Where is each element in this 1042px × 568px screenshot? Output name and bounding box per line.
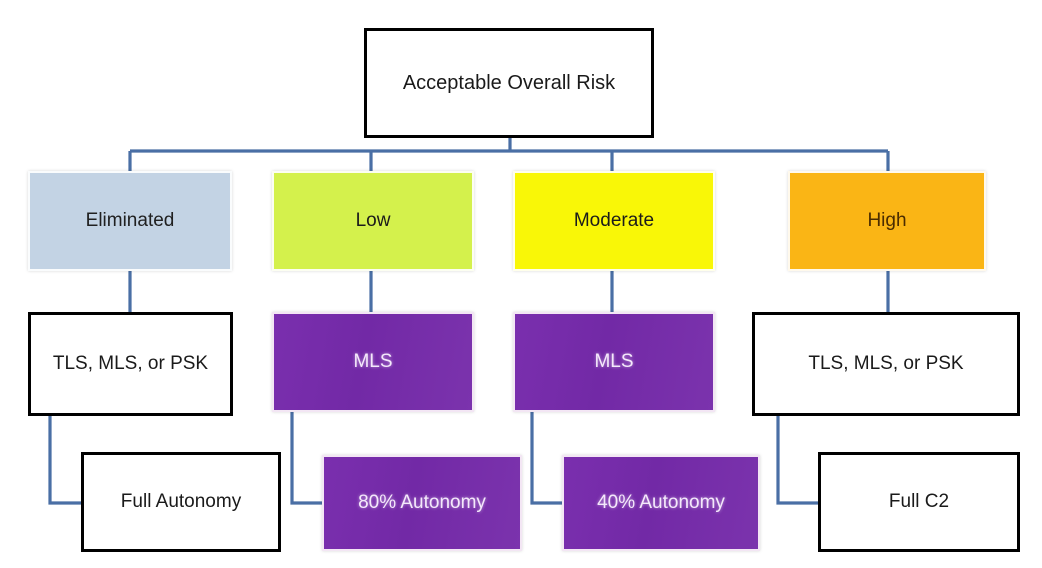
node-label: 40% Autonomy <box>597 491 725 513</box>
node-label: High <box>867 209 907 231</box>
node-label: 80% Autonomy <box>358 491 486 513</box>
node-mechanism-high[interactable]: TLS, MLS, or PSK <box>752 312 1020 416</box>
node-acceptable-overall-risk[interactable]: Acceptable Overall Risk <box>364 28 654 138</box>
node-label: Moderate <box>573 209 655 231</box>
node-label: Low <box>355 209 391 231</box>
node-level-eliminated[interactable]: Eliminated <box>28 171 232 271</box>
node-label: TLS, MLS, or PSK <box>52 352 209 374</box>
node-outcome-eliminated[interactable]: Full Autonomy <box>81 452 281 552</box>
connector-mech-to-outcome-eliminated <box>48 415 84 505</box>
connector-mech-to-outcome-moderate <box>530 412 565 505</box>
node-label: Full C2 <box>888 490 950 512</box>
node-mechanism-low[interactable]: MLS <box>272 312 474 412</box>
node-level-moderate[interactable]: Moderate <box>513 171 715 271</box>
node-label: TLS, MLS, or PSK <box>808 352 964 374</box>
node-level-high[interactable]: High <box>788 171 986 271</box>
connector-mech-to-outcome-high <box>776 415 821 505</box>
node-label: Eliminated <box>85 209 175 231</box>
node-mechanism-eliminated[interactable]: TLS, MLS, or PSK <box>28 312 233 416</box>
node-outcome-low[interactable]: 80% Autonomy <box>322 455 522 551</box>
node-mechanism-moderate[interactable]: MLS <box>513 312 715 412</box>
node-label: MLS <box>353 350 393 372</box>
node-label: Acceptable Overall Risk <box>402 72 616 94</box>
connector-mech-to-outcome-low <box>290 412 325 505</box>
node-outcome-high[interactable]: Full C2 <box>818 452 1020 552</box>
node-outcome-moderate[interactable]: 40% Autonomy <box>562 455 760 551</box>
node-level-low[interactable]: Low <box>272 171 474 271</box>
node-label: Full Autonomy <box>120 490 242 512</box>
node-label: MLS <box>594 350 634 372</box>
